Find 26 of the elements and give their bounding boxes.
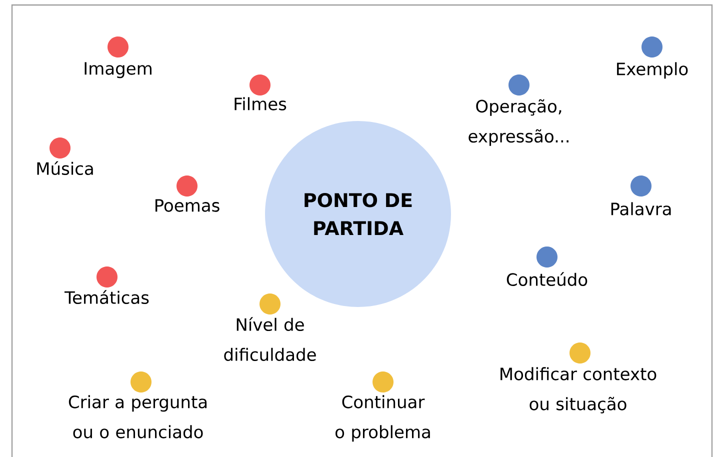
dot-label: Música [37, 161, 93, 176]
dot-label: Temáticas [64, 290, 149, 304]
dot [630, 176, 652, 196]
dot [250, 74, 270, 96]
dot [130, 371, 152, 392]
dot-label: Imagem [84, 62, 152, 78]
dot-label: Palavra [611, 202, 671, 216]
dot-label: Conteúdo [506, 272, 588, 286]
dot-label: Poemas [156, 199, 220, 212]
dot [50, 138, 70, 158]
dot [108, 36, 128, 58]
dot [536, 246, 558, 268]
dot-label: Exemplo [617, 62, 688, 79]
dot-label: Operação, expressão... [468, 99, 568, 146]
dot-label: Criar a pergunta ou o enunciado [68, 395, 207, 438]
dot [372, 371, 394, 392]
dot [260, 293, 280, 314]
dot [508, 74, 530, 96]
dot [642, 36, 662, 58]
dot-label: Modificar contexto ou situação [500, 367, 656, 414]
dot-label: Filmes [234, 97, 286, 110]
dot-label: Nível de dificuldade [224, 317, 316, 362]
dot [96, 266, 118, 288]
dot [570, 342, 590, 364]
dot [176, 176, 198, 196]
dot-label: Continuar o problema [336, 395, 430, 442]
